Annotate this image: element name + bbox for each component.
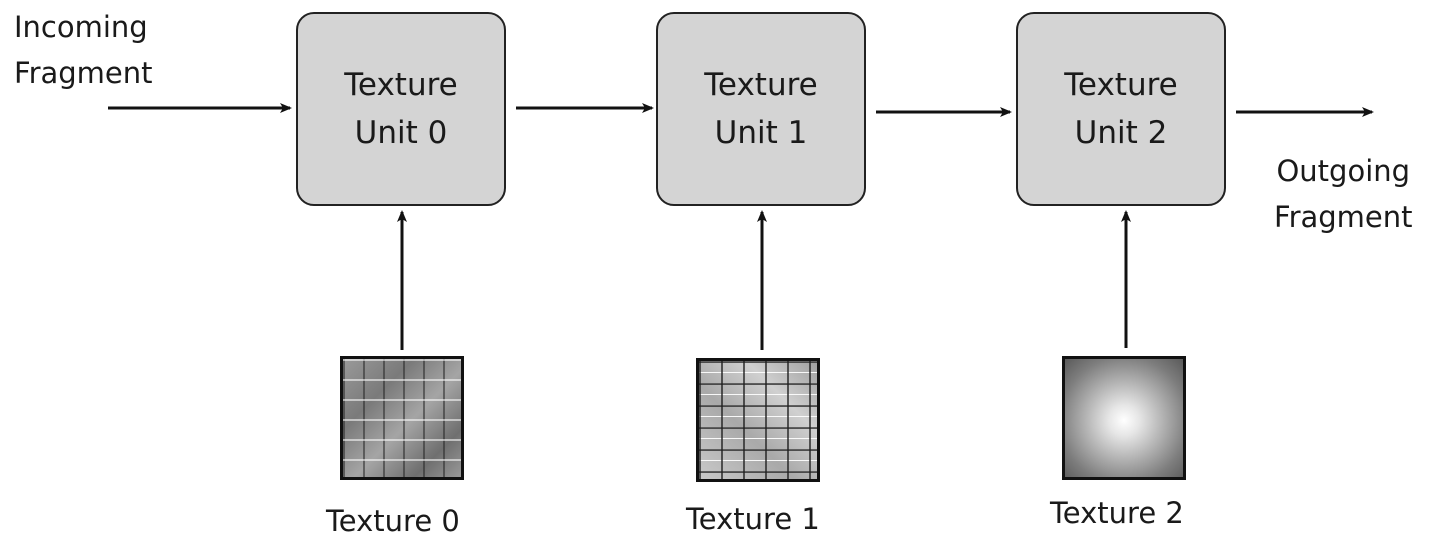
texture-0-label: Texture 0: [326, 504, 460, 538]
unit-1-line-1: Texture: [704, 67, 818, 103]
unit-1-line-2: Unit 1: [714, 115, 808, 151]
unit-0-line-2: Unit 0: [354, 115, 448, 151]
incoming-line-2: Fragment: [14, 56, 153, 90]
incoming-fragment-label: Incoming Fragment: [14, 4, 153, 96]
outgoing-line-2: Fragment: [1274, 200, 1413, 234]
unit-2-line-1: Texture: [1064, 67, 1178, 103]
outgoing-line-1: Outgoing: [1276, 154, 1411, 188]
texture-unit-0: Texture Unit 0: [296, 12, 506, 206]
texture-unit-1: Texture Unit 1: [656, 12, 866, 206]
outgoing-fragment-label: Outgoing Fragment: [1274, 148, 1413, 240]
texture-1-image: [696, 358, 820, 482]
unit-2-line-2: Unit 2: [1074, 115, 1168, 151]
texture-unit-2: Texture Unit 2: [1016, 12, 1226, 206]
texture-0-image: [340, 356, 464, 480]
texture-2-image: [1062, 356, 1186, 480]
unit-0-line-1: Texture: [344, 67, 458, 103]
incoming-line-1: Incoming: [14, 10, 148, 44]
texture-2-label: Texture 2: [1050, 496, 1184, 530]
texture-1-label: Texture 1: [686, 502, 820, 536]
